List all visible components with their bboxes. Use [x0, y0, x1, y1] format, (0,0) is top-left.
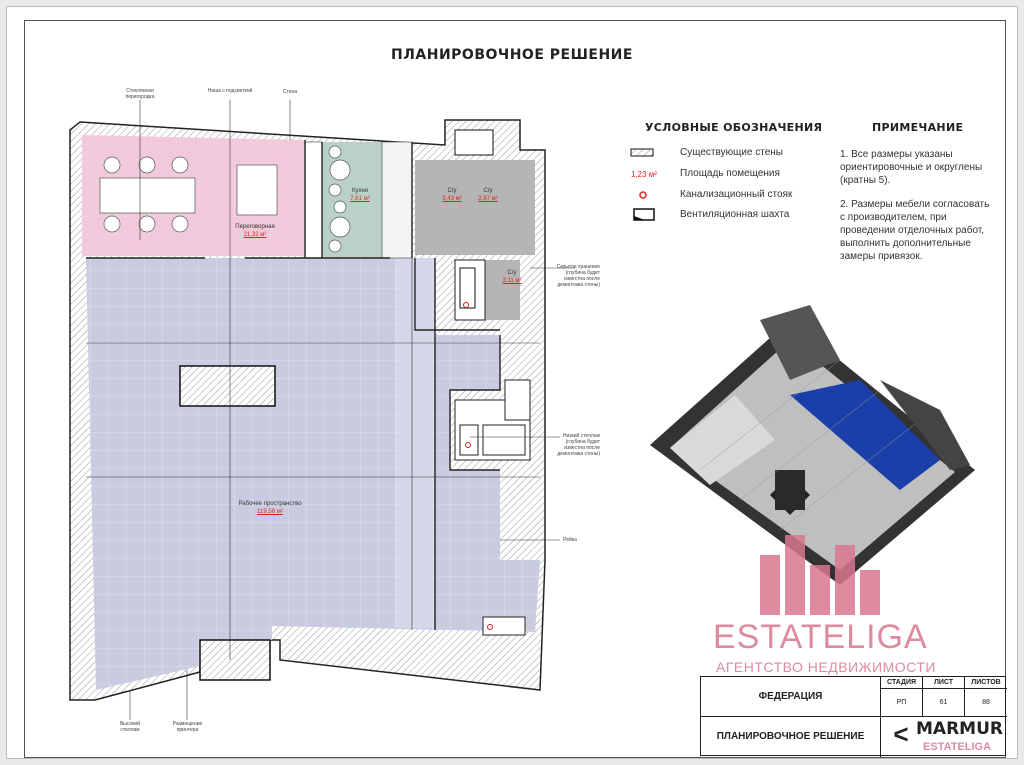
room-name: Кухня: [351, 188, 369, 194]
callout-rail: Рейка: [563, 537, 577, 543]
stage-value: РП: [881, 689, 923, 717]
room-name: С/у: [483, 188, 493, 194]
room-area: 21,32 м²: [243, 232, 267, 238]
marmur-logo: MARMUR: [916, 719, 1003, 739]
ventilation-shaft-icon: [633, 208, 655, 221]
callout-glass-partition: Стеклянная перегородка: [125, 88, 155, 100]
legend-label: Канализационный стояк: [680, 189, 793, 200]
callout-low-shelf: Низкий стеллаж (глубина будет известна п…: [557, 433, 600, 457]
room-name: Рабочее пространство: [238, 501, 302, 507]
room-area: 3,11 м²: [502, 278, 522, 284]
room-kitchen: Кухня 7,61 м²: [340, 187, 380, 203]
room-wc-2: С/у 2,87 м²: [473, 187, 503, 203]
sheet-label: ЛИСТ: [923, 677, 965, 689]
watermark-brand: ESTATELIGA: [713, 618, 928, 656]
stage-label: СТАДИЯ: [881, 677, 923, 689]
sheet-value: 61: [923, 689, 965, 717]
note-1: 1. Все размеры указаны ориентировочные и…: [840, 149, 983, 186]
project-name: ФЕДЕРАЦИЯ: [701, 677, 881, 717]
legend-label: Площадь помещения: [680, 168, 780, 179]
room-name: Переговорная: [235, 224, 275, 230]
room-wc-1: С/у 3,43 м²: [437, 187, 467, 203]
notes-heading: ПРИМЕЧАНИЕ: [872, 121, 964, 134]
legend-heading: УСЛОВНЫЕ ОБОЗНАЧЕНИЯ: [645, 121, 823, 134]
room-area: 2,87 м²: [478, 196, 498, 202]
callout-niche: Ниша с подсветкой: [207, 88, 253, 94]
sheet-frame: [24, 20, 1006, 758]
room-workspace: Рабочее пространство 119,58 м²: [220, 500, 320, 516]
room-name: С/у: [447, 188, 457, 194]
callout-high-shelf: Высокий стеллаж: [119, 721, 141, 733]
area-sample: 1,23 м²: [631, 170, 657, 179]
room-meeting: Переговорная 21,32 м²: [220, 223, 290, 239]
callout-hidden-storage: Скрытое хранение (глубина будет известна…: [556, 264, 600, 288]
callout-wall: Стена: [282, 89, 298, 95]
legend-label: Вентиляционная шахта: [680, 209, 790, 220]
sewer-riser-icon: [463, 302, 469, 308]
note-2: 2. Размеры мебели согласовать с производ…: [840, 199, 990, 262]
title-block: ФЕДЕРАЦИЯ ПЛАНИРОВОЧНОЕ РЕШЕНИЕ СТАДИЯ Л…: [700, 676, 1007, 757]
wc-floor: [415, 160, 535, 255]
marmur-chevron-icon: <: [893, 719, 909, 749]
sewer-riser-icon: [639, 191, 647, 199]
legend-label: Существующие стены: [680, 147, 783, 158]
page-title: ПЛАНИРОВОЧНОЕ РЕШЕНИЕ: [391, 47, 633, 63]
room-area: 119,58 м²: [257, 509, 283, 515]
kitchen-floor: [322, 142, 382, 258]
sheets-value: 88: [965, 689, 1007, 717]
sheet-title: ПЛАНИРОВОЧНОЕ РЕШЕНИЕ: [701, 717, 881, 757]
room-area: 7,61 м²: [350, 196, 370, 202]
sheets-label: ЛИСТОВ: [965, 677, 1007, 689]
room-area: 3,43 м²: [442, 196, 462, 202]
hatched-wall-icon: [630, 148, 654, 157]
room-wc-3: С/у 3,11 м²: [497, 269, 527, 285]
callout-printer: Размещение принтера: [172, 721, 203, 733]
isometric-render: [650, 305, 975, 585]
watermark-tagline: АГЕНТСТВО НЕДВИЖИМОСТИ: [716, 659, 936, 675]
room-name: С/у: [507, 270, 517, 276]
watermark-small: ESTATELIGA: [923, 741, 992, 753]
watermark-logo: [760, 535, 880, 615]
